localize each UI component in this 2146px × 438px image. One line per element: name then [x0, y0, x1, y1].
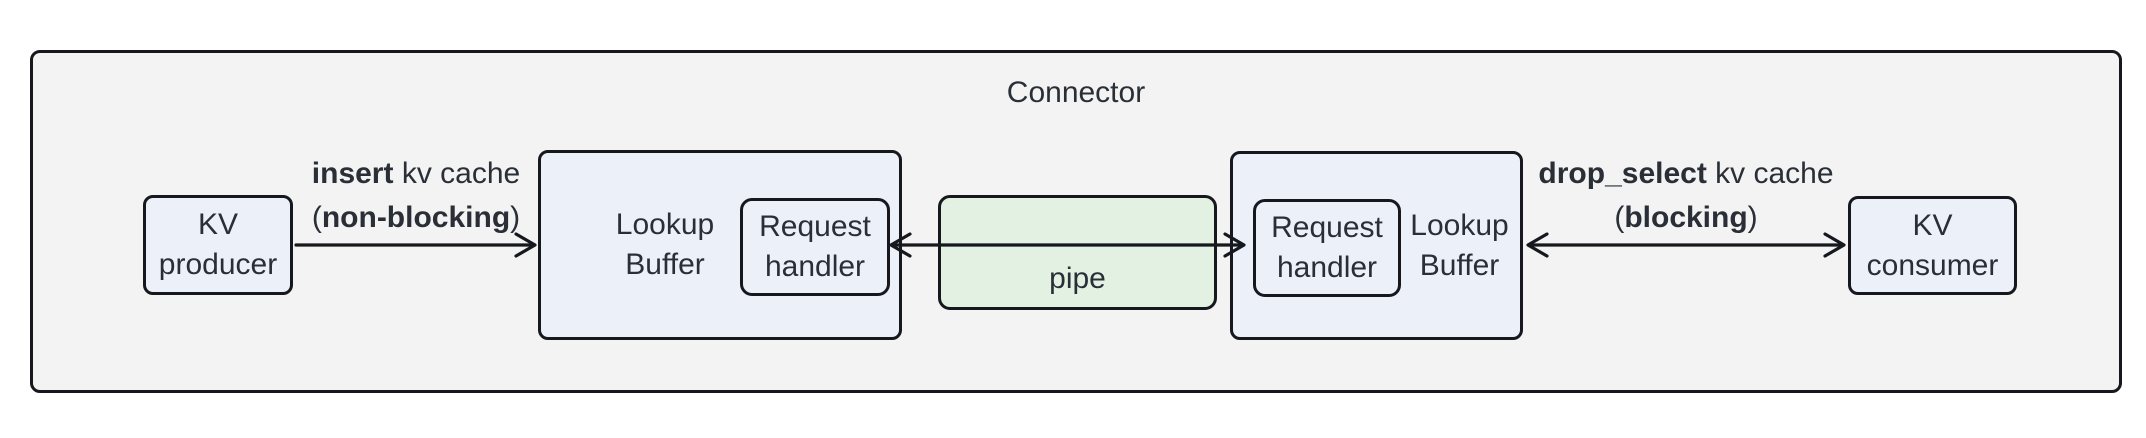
- drop-select-object: kv cache: [1706, 157, 1834, 190]
- kv-consumer-label-line2: consumer: [1866, 248, 1999, 282]
- insert-close-paren: ): [510, 201, 521, 234]
- drop-select-verb: drop_select: [1538, 157, 1707, 190]
- pipe-label: pipe: [1049, 262, 1106, 295]
- request-handler-left-label-line1: Request: [759, 210, 871, 243]
- lookup-buffer-right-label: Lookup Buffer: [1397, 154, 1522, 337]
- insert-edge-label-line2: (non-blocking): [256, 196, 576, 240]
- lookup-buffer-left-node: Lookup Buffer Request handler: [538, 150, 902, 340]
- insert-verb: insert: [311, 157, 394, 190]
- insert-open-paren: (: [311, 201, 322, 234]
- insert-edge-label: insert kv cache (non-blocking): [256, 152, 576, 240]
- drop-select-edge-label: drop_select kv cache (blocking): [1526, 152, 1846, 240]
- request-handler-right-label-line2: handler: [1276, 251, 1378, 284]
- lookup-buffer-left-label-line1: Lookup: [615, 208, 715, 241]
- drop-select-close-paren: ): [1747, 201, 1758, 234]
- lookup-buffer-right-label-line1: Lookup: [1410, 208, 1509, 242]
- lookup-buffer-right-label-line2: Buffer: [1419, 248, 1500, 282]
- kv-producer-node: KV producer: [143, 195, 293, 295]
- lookup-buffer-right-node: Request handler Lookup Buffer: [1230, 151, 1523, 340]
- insert-mode: non-blocking: [321, 201, 511, 234]
- kv-producer-label-line1: KV: [197, 208, 239, 241]
- connector-title: Connector: [1006, 76, 1146, 109]
- insert-edge-label-line1: insert kv cache: [256, 152, 576, 196]
- request-handler-left-node: Request handler: [740, 198, 890, 296]
- lookup-buffer-left-label: Lookup Buffer: [589, 153, 741, 337]
- drop-select-edge-label-line2: (blocking): [1526, 196, 1846, 240]
- kv-consumer-node: KV consumer: [1848, 196, 2017, 295]
- insert-object: kv cache: [393, 157, 521, 190]
- drop-select-edge-label-line1: drop_select kv cache: [1526, 152, 1846, 196]
- pipe-node: pipe: [938, 195, 1217, 310]
- request-handler-right-label-line1: Request: [1271, 211, 1383, 244]
- kv-consumer-label-line1: KV: [1912, 208, 1953, 242]
- request-handler-left-label-line2: handler: [764, 250, 866, 283]
- request-handler-right-node: Request handler: [1253, 199, 1401, 297]
- kv-producer-label-line2: producer: [158, 248, 278, 281]
- lookup-buffer-left-label-line2: Buffer: [625, 248, 705, 281]
- drop-select-mode: blocking: [1624, 201, 1748, 234]
- drop-select-open-paren: (: [1614, 201, 1625, 234]
